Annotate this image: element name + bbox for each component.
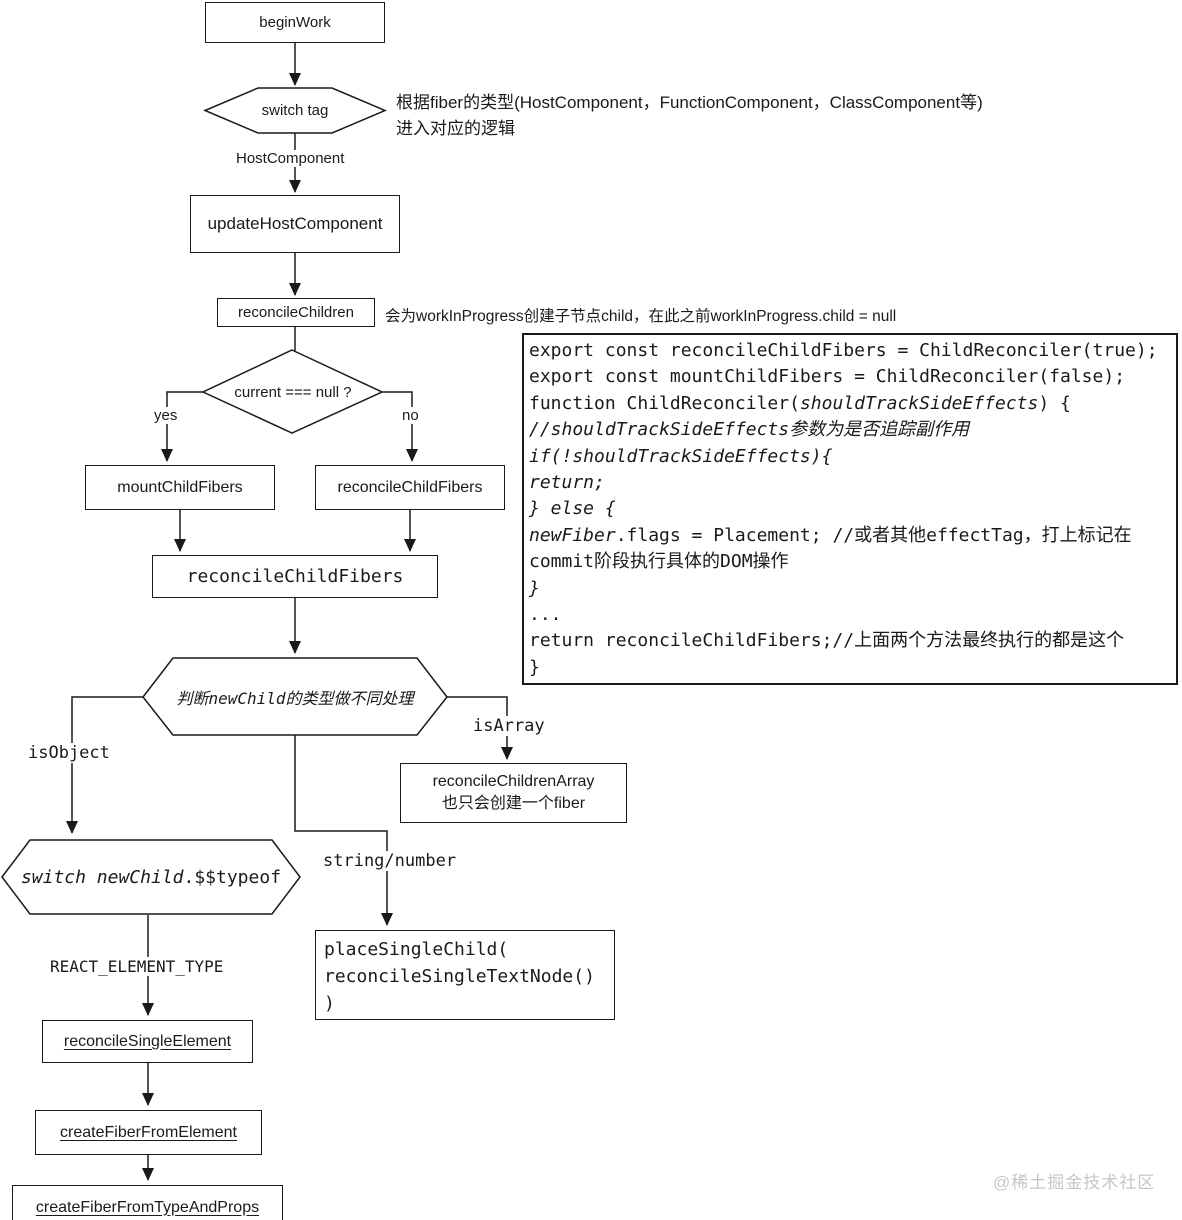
node-create-fiber-from-type-and-props: createFiberFromTypeAndProps — [12, 1185, 283, 1220]
create-fiber-from-element-label: createFiberFromElement — [60, 1123, 237, 1141]
node-switch-tag: switch tag — [261, 102, 329, 119]
code-block-lines: export const reconcileChildFibers = Chil… — [529, 338, 1174, 681]
reconcile-children-array-note: 也只会创建一个fiber — [441, 795, 586, 812]
node-mount-child-fibers: mountChildFibers — [85, 465, 275, 510]
node-begin-work: beginWork — [205, 2, 385, 43]
code-line: if(!shouldTrackSideEffects){ — [529, 445, 833, 467]
node-reconcile-children: reconcileChildren — [217, 298, 375, 327]
node-reconcile-single-element: reconcileSingleElement — [42, 1020, 253, 1063]
code-line: } — [529, 656, 540, 678]
reconcile-children-array-title: reconcileChildrenArray — [432, 773, 595, 790]
edge-label-string-number: string/number — [320, 851, 460, 871]
code-line: export const reconcileChildFibers = Chil… — [529, 340, 1158, 361]
switch-tag-hexagon-shape — [203, 87, 387, 134]
code-line: export const mountChildFibers = ChildRec… — [529, 366, 1126, 388]
code-line: return; — [529, 472, 605, 494]
edge-label-yes: yes — [151, 407, 181, 424]
annotation-reconcile-children: 会为workInProgress创建子节点child，在此之前workInPro… — [385, 308, 897, 325]
node-create-fiber-from-element: createFiberFromElement — [35, 1110, 262, 1155]
code-line: function ChildReconciler(shouldTrackSide… — [529, 392, 1071, 414]
place-single-child-line: placeSingleChild( — [324, 939, 509, 960]
annotation-switch-tag-line1: 根据fiber的类型(HostComponent，FunctionCompone… — [396, 93, 983, 112]
place-single-child-line: ) — [324, 993, 335, 1014]
watermark: @稀土掘金技术社区 — [993, 1173, 1156, 1192]
node-reconcile-child-fibers-main: reconcileChildFibers — [152, 555, 438, 598]
code-line: //shouldTrackSideEffects参数为是否追踪副作用 — [529, 419, 970, 441]
node-judge-new-child: 判断newChild的类型做不同处理 — [176, 688, 414, 708]
judge-newchild-hexagon-shape — [142, 657, 448, 736]
edge-label-no: no — [399, 407, 422, 424]
code-line: ... — [529, 604, 562, 626]
edge-label-is-array: isArray — [470, 716, 548, 736]
create-fiber-from-type-and-props-label: createFiberFromTypeAndProps — [35, 1198, 260, 1216]
edge-label-host-component: HostComponent — [233, 150, 348, 167]
code-line: return reconcileChildFibers;//上面两个方法最终执行… — [529, 630, 1125, 652]
code-line: newFiber.flags = Placement; //或者其他effect… — [529, 524, 1132, 546]
reconcile-single-element-label: reconcileSingleElement — [63, 1032, 232, 1050]
node-update-host-component: updateHostComponent — [190, 195, 400, 253]
switch-typeof-hexagon-shape — [1, 839, 301, 915]
node-place-single-child: placeSingleChild( reconcileSingleTextNod… — [315, 930, 615, 1020]
node-reconcile-children-array: reconcileChildrenArray 也只会创建一个fiber — [400, 763, 627, 823]
place-single-child-line: reconcileSingleTextNode() — [324, 966, 595, 987]
code-line: } — [529, 577, 540, 599]
annotation-switch-tag: 根据fiber的类型(HostComponent，FunctionCompone… — [396, 90, 983, 142]
annotation-switch-tag-line2: 进入对应的逻辑 — [396, 119, 515, 138]
current-null-diamond-shape — [201, 349, 384, 434]
node-current-null-check: current === null ? — [234, 383, 352, 401]
code-line: } else { — [529, 498, 616, 520]
code-line: commit阶段执行具体的DOM操作 — [529, 551, 789, 573]
node-reconcile-child-fibers: reconcileChildFibers — [315, 465, 505, 510]
switch-typeof-italic-part: switch newChild — [20, 866, 184, 888]
node-switch-typeof: switch newChild.$$typeof — [2, 840, 300, 914]
edge-label-react-element-type: REACT_ELEMENT_TYPE — [47, 957, 227, 976]
edge-label-is-object: isObject — [25, 743, 113, 763]
switch-typeof-regular-part: .$$typeof — [183, 866, 282, 888]
code-block: export const reconcileChildFibers = Chil… — [522, 333, 1178, 685]
